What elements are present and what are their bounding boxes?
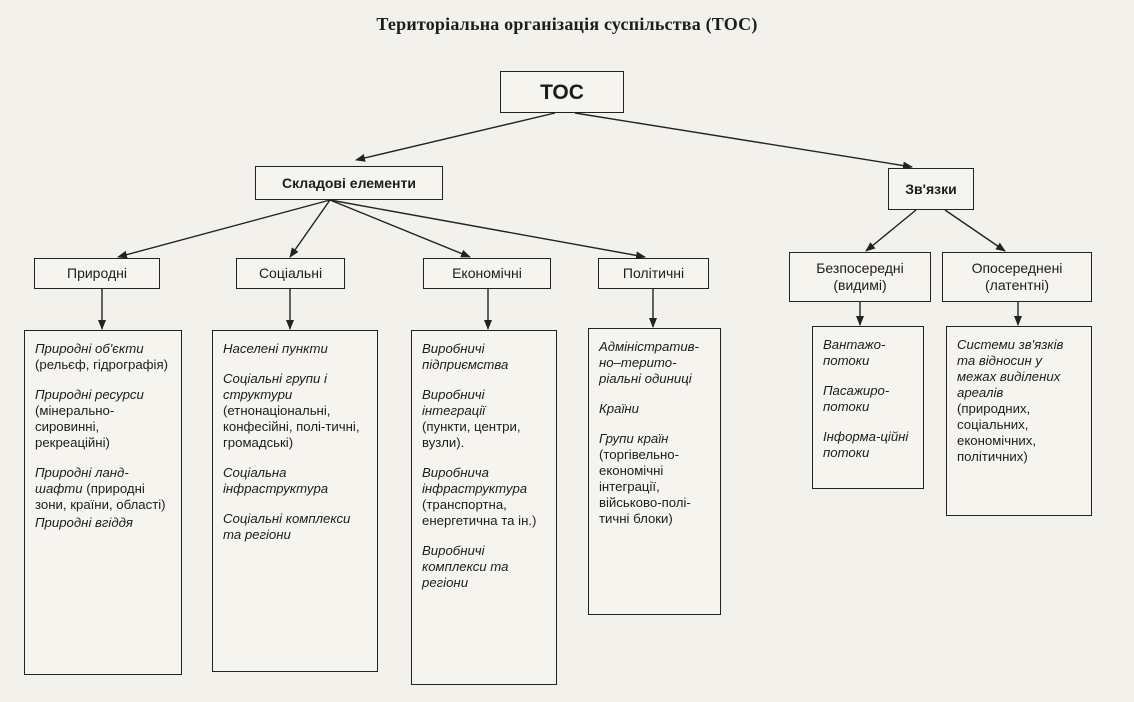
detail-item: Природні об'єкти (рельєф, гідрографія)	[35, 341, 173, 373]
detail-item-title: Групи країн	[599, 431, 669, 446]
detail-item: Країни	[599, 401, 712, 417]
detail-item-text: (пункти, центри, вузли).	[422, 419, 521, 450]
detail-item: Природні ланд-шафти (природні зони, краї…	[35, 465, 173, 513]
detail-item: Соціальна інфраструктура	[223, 465, 369, 497]
detail-item: Пасажиро-потоки	[823, 383, 915, 415]
detail-social: Населені пункти Соціальні групи і структ…	[212, 330, 378, 672]
detail-item-text: (природних, соціальних, економічних, пол…	[957, 401, 1036, 464]
detail-economic: Виробничі підприємства Виробничі інтегра…	[411, 330, 557, 685]
detail-item: Виробничі комплекси та регіони	[422, 543, 548, 591]
diagram-title: Територіальна організація суспільства (Т…	[376, 14, 758, 34]
category-political: Політичні	[598, 258, 709, 289]
category-indirect-label: Опосередненi (латентні)	[971, 260, 1063, 293]
arrow-links-to-indirect	[944, 209, 1006, 252]
detail-item: Населені пункти	[223, 341, 369, 357]
branch-elements-label: Складові елементи	[282, 174, 416, 191]
detail-political: Адміністратив-но–терито-ріальні одиниці …	[588, 328, 721, 615]
detail-item-title: Природні ресурси	[35, 387, 144, 402]
detail-item: Виробничі інтеграції (пункти, центри, ву…	[422, 387, 548, 451]
detail-item-title: Населені пункти	[223, 341, 328, 356]
detail-item-title: Адміністратив-но–терито-ріальні одиниці	[599, 339, 699, 386]
detail-item-title: Системи зв'язків та відносин у межах вид…	[957, 337, 1064, 400]
detail-item-title: Природні вгіддя	[35, 515, 133, 530]
category-economic-label: Економічні	[452, 265, 522, 281]
category-natural: Природні	[34, 258, 160, 289]
category-economic: Економічні	[423, 258, 551, 289]
arrow-elements-to-natural	[117, 199, 331, 259]
detail-item-title: Природні об'єкти	[35, 341, 144, 356]
detail-item: Групи країн (торгівельно-економічні інте…	[599, 431, 712, 527]
arrow-root-to-elements	[355, 112, 556, 162]
detail-item: Природні вгіддя	[35, 515, 173, 531]
category-indirect: Опосередненi (латентні)	[942, 252, 1092, 302]
detail-item-text: (етнонаціональні, конфесійні, полі-тичні…	[223, 403, 360, 450]
detail-item: Соціальні групи і структури (етнонаціона…	[223, 371, 369, 451]
detail-item: Системи зв'язків та відносин у межах вид…	[957, 337, 1083, 465]
detail-item: Природні ресурси (мінерально-сировинні, …	[35, 387, 173, 451]
detail-item: Виробничі підприємства	[422, 341, 548, 373]
category-direct-label: Безпосередні (видимі)	[816, 260, 904, 293]
detail-item-title: Соціальні групи і структури	[223, 371, 327, 402]
arrow-elements-to-economic	[329, 199, 471, 258]
root-label: ТОС	[540, 80, 584, 104]
detail-item-title: Вантажо-потоки	[823, 337, 886, 368]
arrow-links-to-direct	[865, 209, 917, 252]
detail-item: Інформа-ційні потоки	[823, 429, 915, 461]
root-node: ТОС	[500, 71, 624, 113]
detail-item-text: (природні зони, країни, області)	[35, 481, 166, 512]
detail-item-title: Соціальні комплекси та регіони	[223, 511, 351, 542]
category-social: Соціальні	[236, 258, 345, 289]
detail-item-title: Природні ланд-шафти	[35, 465, 129, 496]
detail-item-text: (мінерально-сировинні, рекреаційні)	[35, 403, 115, 450]
detail-item-title: Виробничі підприємства	[422, 341, 509, 372]
arrow-root-to-links	[574, 112, 913, 170]
arrow-elements-to-political	[329, 199, 646, 260]
detail-item-title: Виробничі інтеграції	[422, 387, 486, 418]
category-natural-label: Природні	[67, 265, 127, 281]
detail-item: Вантажо-потоки	[823, 337, 915, 369]
detail-item-text: (рельєф, гідрографія)	[35, 357, 168, 372]
detail-item: Соціальні комплекси та регіони	[223, 511, 369, 543]
category-social-label: Соціальні	[258, 265, 323, 281]
detail-item-title: Країни	[599, 401, 639, 416]
detail-direct: Вантажо-потоки Пасажиро-потоки Інформа-ц…	[812, 326, 924, 489]
detail-item-title: Соціальна інфраструктура	[223, 465, 329, 496]
arrow-elements-to-social	[289, 199, 331, 258]
detail-item: Виробнича інфраструктура (транспортна, е…	[422, 465, 548, 529]
branch-links-label: Зв'язки	[905, 180, 957, 197]
detail-item-title: Пасажиро-потоки	[823, 383, 890, 414]
detail-item-title: Виробничі комплекси та регіони	[422, 543, 509, 590]
detail-item-text: (транспортна, енергетична та ін.)	[422, 497, 537, 528]
detail-item-title: Виробнича інфраструктура	[422, 465, 528, 496]
branch-links: Зв'язки	[888, 168, 974, 210]
branch-elements: Складові елементи	[255, 166, 443, 200]
detail-item: Адміністратив-но–терито-ріальні одиниці	[599, 339, 712, 387]
detail-indirect: Системи зв'язків та відносин у межах вид…	[946, 326, 1092, 516]
category-political-label: Політичні	[622, 265, 685, 281]
detail-item-title: Інформа-ційні потоки	[823, 429, 909, 460]
category-direct: Безпосередні (видимі)	[789, 252, 931, 302]
detail-item-text: (торгівельно-економічні інтеграції, війс…	[599, 447, 691, 526]
detail-natural: Природні об'єкти (рельєф, гідрографія) П…	[24, 330, 182, 675]
